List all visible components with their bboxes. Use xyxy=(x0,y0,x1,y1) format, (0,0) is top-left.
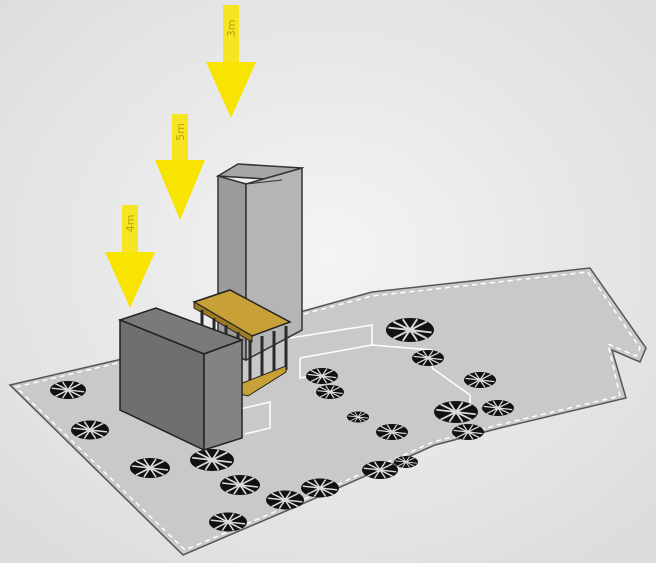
tree-icon xyxy=(347,412,369,423)
tree-icon xyxy=(394,456,418,468)
tree-icon xyxy=(209,513,247,532)
sun-arrow-label: 5m xyxy=(174,123,187,141)
tree-icon xyxy=(220,475,260,495)
tree-icon xyxy=(306,368,338,384)
tree-icon xyxy=(362,461,398,479)
tree-icon xyxy=(376,424,408,440)
tree-icon xyxy=(71,421,109,440)
tree-icon xyxy=(452,424,484,440)
tree-icon xyxy=(482,400,514,416)
tree-icon xyxy=(266,491,304,510)
tree-icon xyxy=(464,372,496,388)
tree-icon xyxy=(130,458,170,478)
tree-icon xyxy=(50,381,86,399)
tree-icon xyxy=(301,479,339,498)
tree-icon xyxy=(190,449,234,471)
sun-arrow-label: 4m xyxy=(124,215,137,233)
tree-icon xyxy=(386,318,434,342)
tree-icon xyxy=(316,385,344,399)
tree-icon xyxy=(434,401,478,423)
sun-arrow-label: 3m xyxy=(225,20,238,38)
tree-icon xyxy=(412,350,444,366)
